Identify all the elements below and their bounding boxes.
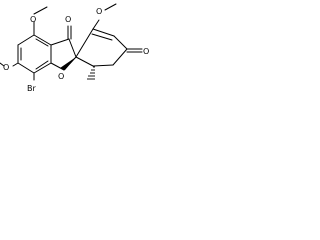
atom-label-o-methoxy-top: O — [30, 15, 36, 24]
ketone-right — [126, 48, 143, 53]
atom-labels: O O Br O O O O — [3, 7, 149, 93]
molecule-structure-diagram: O O Br O O O O — [0, 3, 149, 93]
methoxy-top-left — [33, 6, 48, 36]
atom-label-bromine: Br — [27, 84, 36, 93]
cyclohexenone-ring — [75, 28, 128, 67]
atom-label-o-methoxy-left: O — [3, 63, 9, 72]
carbonyl-top — [67, 25, 72, 40]
stereo-hashed-methyl-bond — [87, 66, 95, 80]
benzene-ring — [17, 34, 52, 74]
atom-label-o-methoxy-right: O — [96, 7, 102, 16]
methoxy-right — [92, 3, 117, 30]
furanone-ring — [50, 38, 77, 71]
methoxy-left — [0, 62, 19, 67]
atom-label-o-carbonyl-top: O — [65, 15, 71, 24]
atom-label-o-carbonyl-right: O — [143, 47, 149, 56]
stereo-wedge-bond — [60, 57, 76, 70]
atom-label-o-ring: O — [58, 72, 64, 81]
